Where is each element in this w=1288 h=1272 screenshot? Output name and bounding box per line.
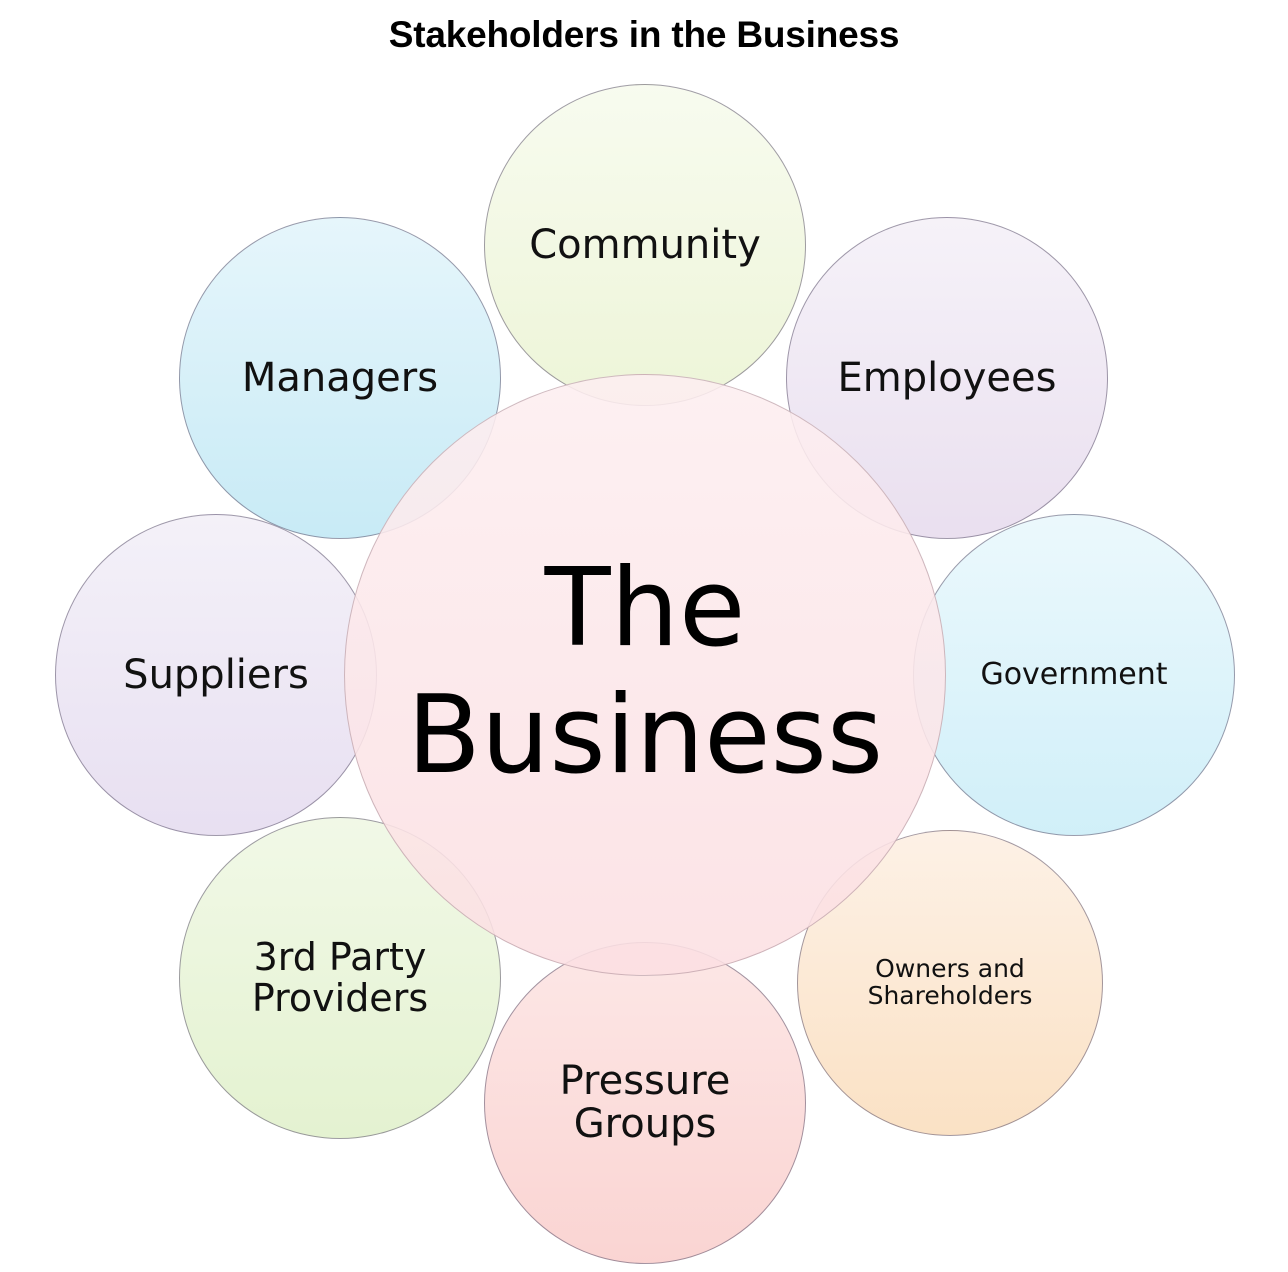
stakeholder-label-owners-and-shareholders: Owners and Shareholders <box>867 954 1033 1010</box>
center-circle-label: The Business <box>406 545 884 798</box>
stakeholder-circle-community: Community <box>484 84 806 406</box>
center-circle-the-business: The Business <box>344 374 946 976</box>
stakeholder-label-pressure-groups: Pressure Groups <box>559 1058 731 1147</box>
stakeholder-circle-pressure-groups: Pressure Groups <box>484 942 806 1264</box>
stakeholder-circle-suppliers: Suppliers <box>55 514 377 836</box>
stakeholder-label-government: Government <box>980 656 1168 692</box>
stakeholder-label-community: Community <box>529 221 761 268</box>
page-title: Stakeholders in the Business <box>388 14 900 55</box>
stakeholder-label-suppliers: Suppliers <box>123 651 309 698</box>
stakeholder-circle-government: Government <box>913 514 1235 836</box>
stakeholder-label-3rd-party-providers: 3rd Party Providers <box>251 935 429 1020</box>
stakeholder-label-employees: Employees <box>837 354 1057 401</box>
stakeholder-circle-owners-and-shareholders: Owners and Shareholders <box>797 830 1103 1136</box>
stakeholder-label-managers: Managers <box>241 354 439 401</box>
